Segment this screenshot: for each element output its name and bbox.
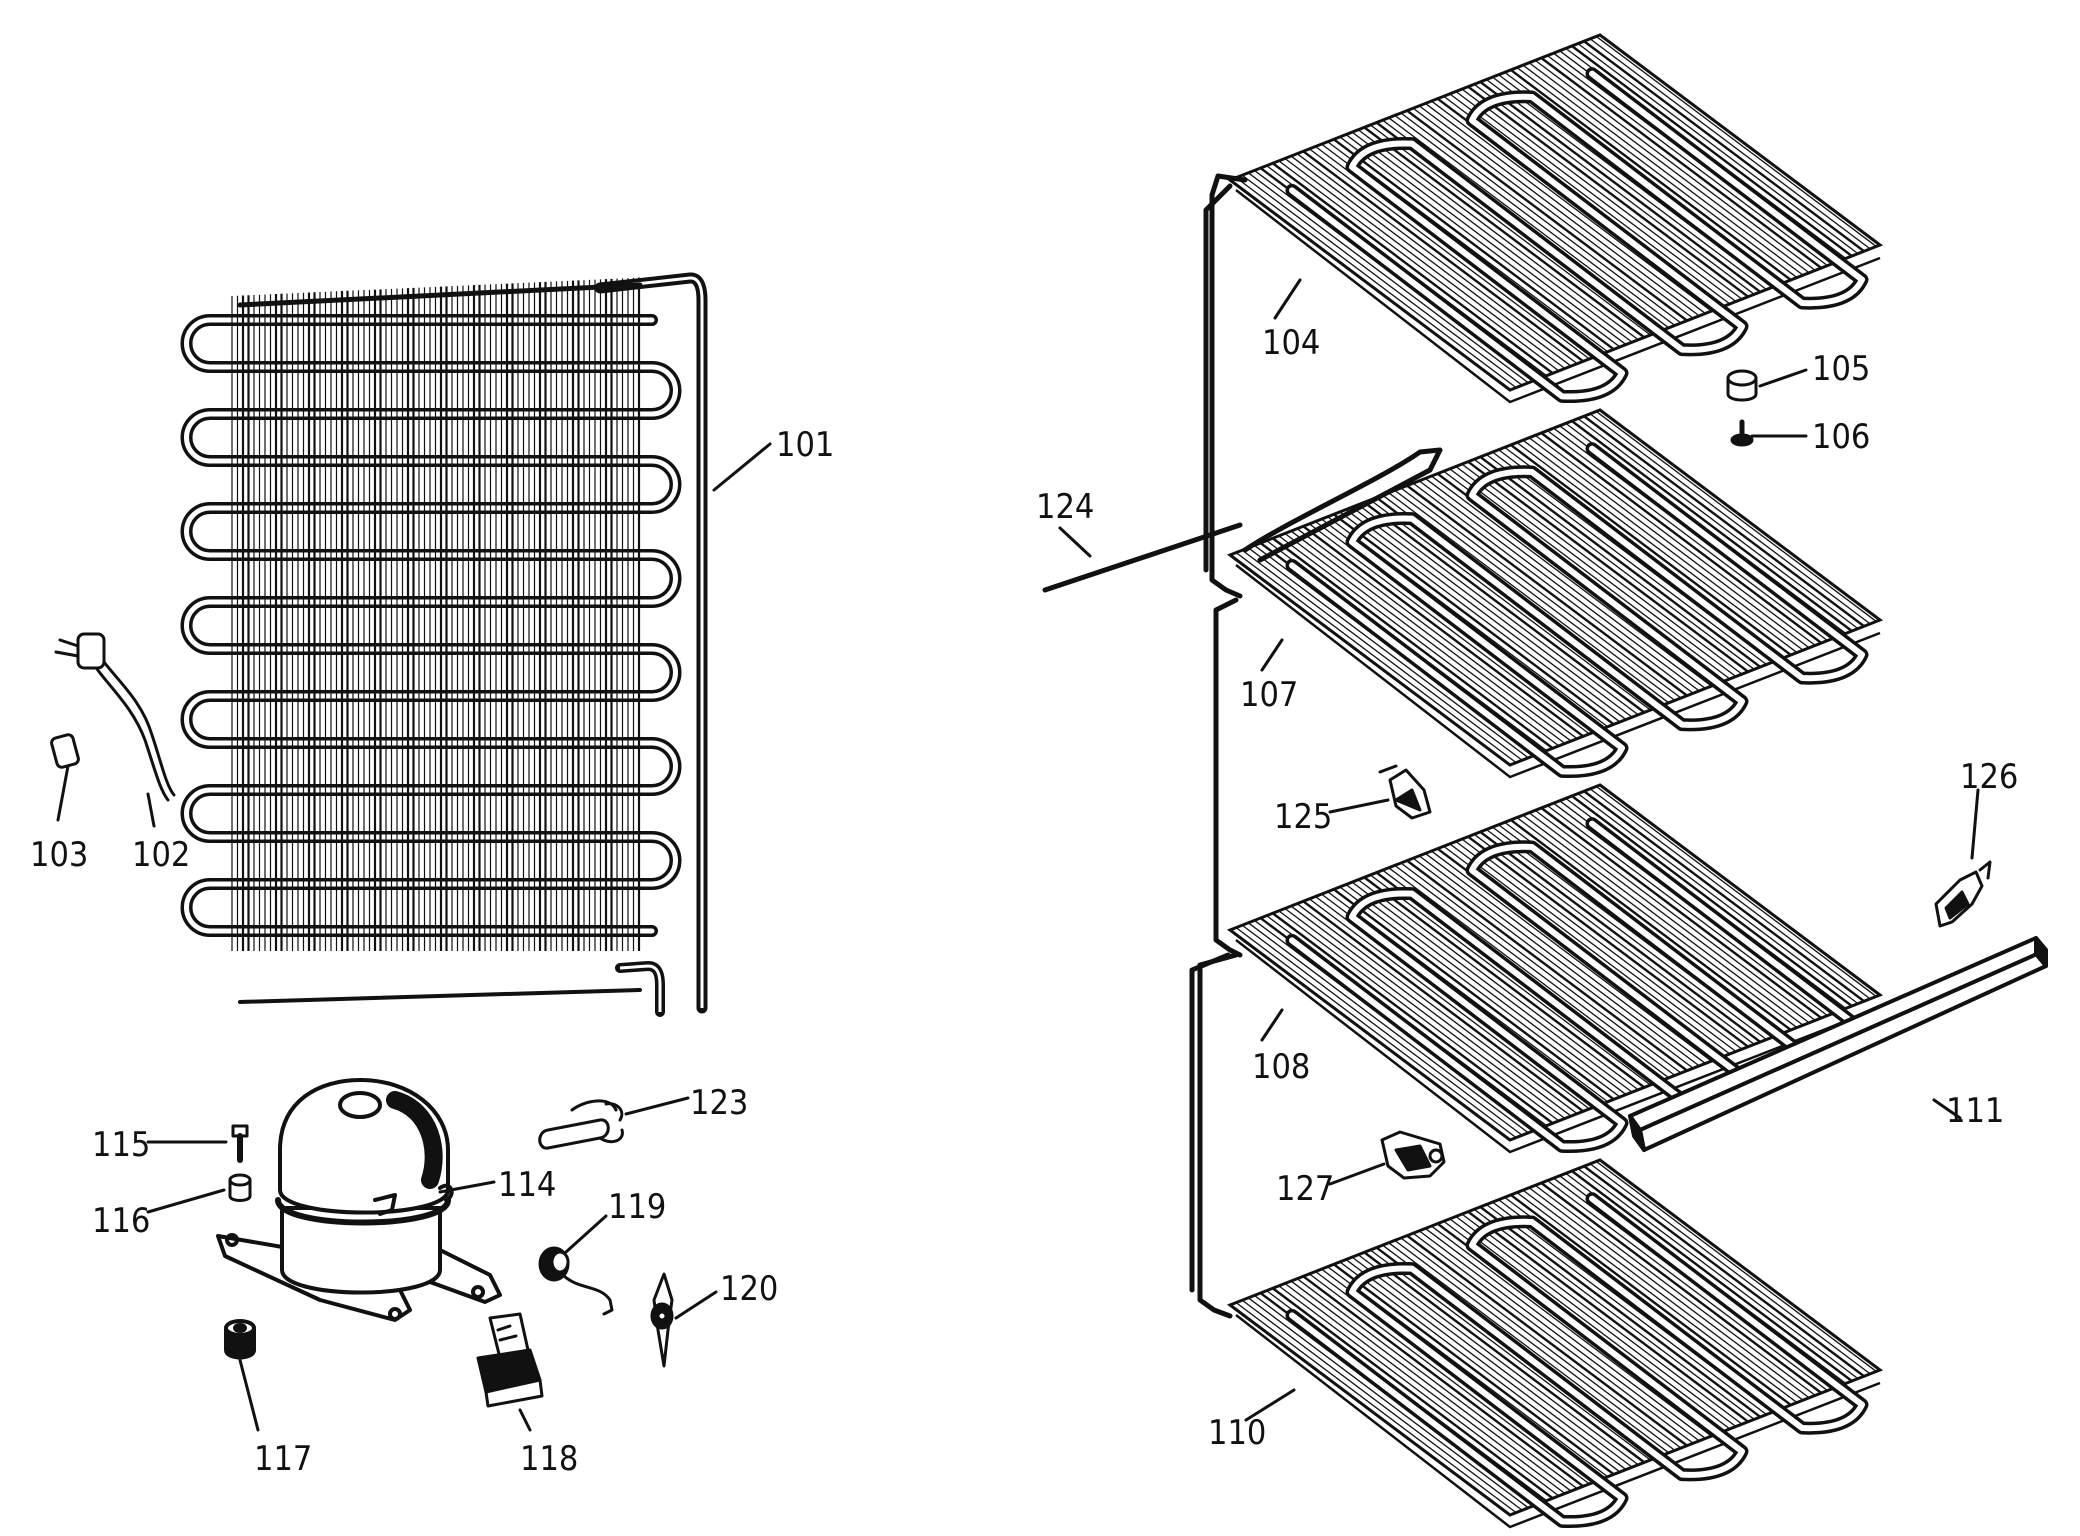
screw [1730, 419, 1754, 447]
callout-119: 119 [608, 1187, 666, 1227]
callout-125: 125 [1274, 797, 1332, 837]
evaporator-shelf [1226, 1158, 1884, 1529]
cord-connector [50, 733, 80, 769]
callout-108: 108 [1252, 1047, 1310, 1087]
callout-104: 104 [1262, 323, 1320, 363]
condenser-wires [231, 277, 641, 951]
leader-lines [56, 278, 1980, 1432]
evaporator-shelf [1226, 33, 1884, 404]
callout-123: 123 [690, 1083, 748, 1123]
power-cord [54, 632, 176, 802]
shelf-clip-126 [1934, 860, 1992, 928]
callout-107: 107 [1240, 675, 1298, 715]
cap [1726, 369, 1758, 402]
rubber-foot [224, 1319, 256, 1360]
callout-103: 103 [30, 835, 88, 875]
bracket [650, 1272, 674, 1368]
condenser-discharge-tube [594, 272, 708, 1014]
condenser-coil [180, 272, 708, 1017]
evaporator-shelf [1226, 783, 1884, 1154]
callout-124: 124 [1036, 487, 1094, 527]
callout-117: 117 [254, 1439, 312, 1479]
callout-127: 127 [1276, 1169, 1334, 1209]
callout-118: 118 [520, 1439, 578, 1479]
channel-strip [1628, 936, 2048, 1152]
callout-115: 115 [92, 1125, 150, 1165]
callout-114: 114 [498, 1165, 556, 1205]
callout-111: 111 [1946, 1091, 2004, 1131]
callout-116: 116 [92, 1201, 150, 1241]
mounting-bolt [231, 1124, 249, 1163]
evaporator-shelves [1226, 33, 1884, 1529]
callout-110: 110 [1208, 1413, 1266, 1453]
evaporator-tubing [1189, 173, 1248, 1319]
callout-102: 102 [132, 835, 190, 875]
grommet [228, 1173, 252, 1202]
callout-120: 120 [720, 1269, 778, 1309]
callout-101: 101 [776, 425, 834, 465]
capillary-tube [1042, 447, 1443, 593]
callout-126: 126 [1960, 757, 2018, 797]
callout-105: 105 [1812, 349, 1870, 389]
compressor [216, 1078, 502, 1322]
start-relay [476, 1312, 544, 1408]
evaporator-shelf [1226, 408, 1884, 779]
shelf-clip-125 [1378, 764, 1432, 820]
overload-protector [538, 1246, 614, 1316]
callout-labels: 101 102 103 104 105 106 107 108 110 111 … [30, 323, 2018, 1479]
shelf-clip-127 [1380, 1130, 1446, 1180]
wire-harness [538, 1099, 624, 1150]
callout-106: 106 [1812, 417, 1870, 457]
